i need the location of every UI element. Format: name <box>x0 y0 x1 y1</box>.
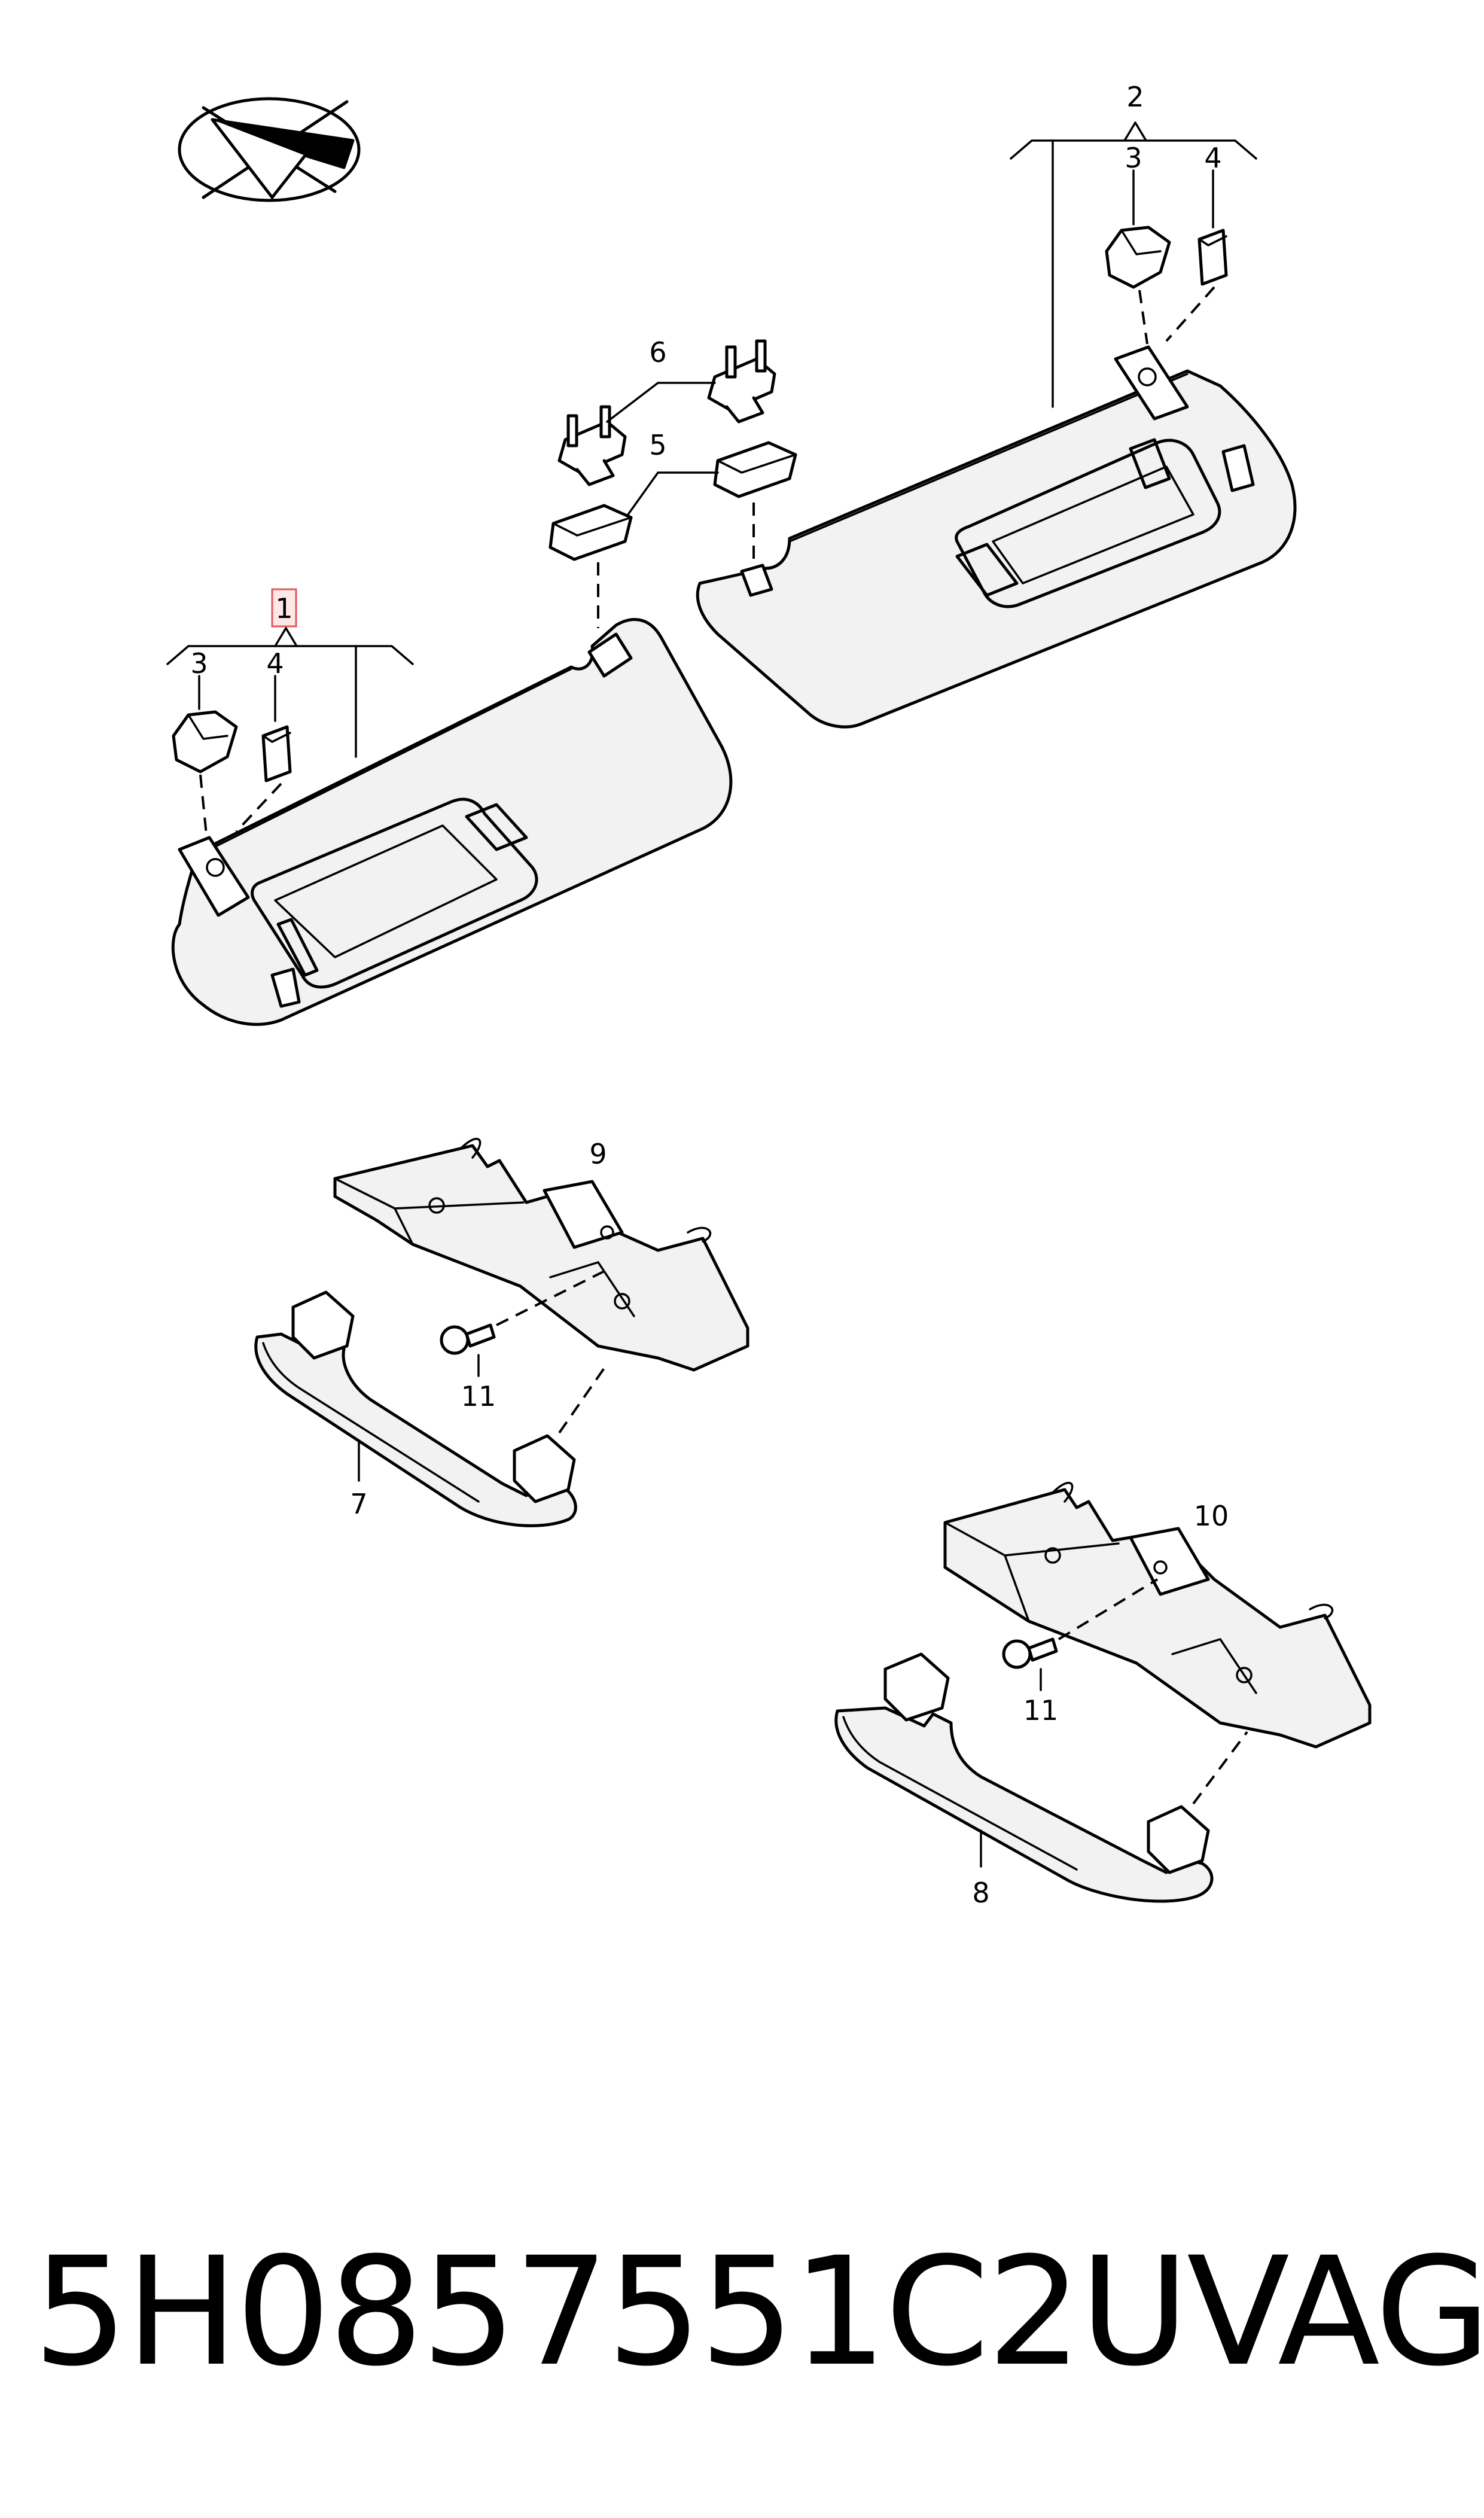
visor-cover-5a <box>548 504 633 561</box>
direction-arrow-icon <box>178 97 361 202</box>
handle-bracket-9 <box>333 1137 749 1372</box>
callout-10: 10 <box>1194 1500 1229 1532</box>
callout-7: 7 <box>350 1488 367 1520</box>
grab-handle-8 <box>834 1652 1248 1903</box>
callout-9: 9 <box>589 1138 607 1170</box>
callout-labels: 1 2 3 4 3 4 5 6 7 8 9 10 11 11 <box>190 81 1229 1909</box>
handle-bracket-10 <box>943 1481 1372 1749</box>
brand-name: VAG <box>1187 2225 1484 2399</box>
callout-3-left: 3 <box>190 647 208 680</box>
part-number: 5H0857551C2UV <box>33 2225 1289 2399</box>
screw-11-bottom <box>1002 1578 1159 1691</box>
callout-3-right: 3 <box>1125 142 1142 174</box>
callout-5: 5 <box>649 429 666 461</box>
callout-4-right: 4 <box>1204 142 1221 174</box>
callout-1-highlight <box>271 588 297 628</box>
callout-6: 6 <box>649 336 666 369</box>
visor-hook-6b <box>707 339 776 424</box>
grab-handle-7 <box>254 1290 608 1527</box>
callout-4-left: 4 <box>266 647 284 680</box>
callout-8: 8 <box>972 1877 989 1909</box>
screw-11-top <box>440 1270 605 1377</box>
leader-lines <box>166 121 1257 835</box>
callout-11-bottom: 11 <box>1023 1694 1059 1727</box>
clip-3-left <box>172 710 238 774</box>
callout-1: 1 <box>275 592 292 625</box>
sun-visor-right <box>696 345 1297 729</box>
sun-visor-left <box>171 617 733 1026</box>
clip-3-right <box>1105 226 1171 289</box>
callout-11-top: 11 <box>461 1380 496 1412</box>
clip-4-right <box>1197 229 1228 286</box>
callout-2: 2 <box>1126 81 1144 113</box>
visor-hook-6a <box>557 405 627 486</box>
visor-cover-5b <box>713 441 797 498</box>
clip-4-left <box>261 725 292 783</box>
